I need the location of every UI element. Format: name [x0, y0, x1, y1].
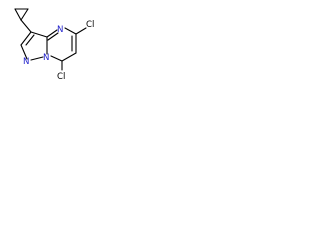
pyrazole-ring	[20, 31, 48, 61]
nitrogen-pyrazole-label: N	[23, 57, 29, 67]
nitrogen-pyrimidine-label: N	[57, 25, 63, 35]
pyrimidine-ring	[46, 27, 77, 62]
cyclopropyl-ring	[14, 8, 29, 21]
chlorine-top-label: Cl	[86, 20, 94, 30]
chlorine-bottom-label: Cl	[57, 72, 65, 82]
chlorine-top-bond	[75, 27, 87, 35]
nitrogen-fused-label: N	[43, 53, 49, 63]
cyclopropyl-attachment-bond	[20, 19, 32, 33]
chemical-structure: N N N Cl Cl	[14, 8, 94, 82]
